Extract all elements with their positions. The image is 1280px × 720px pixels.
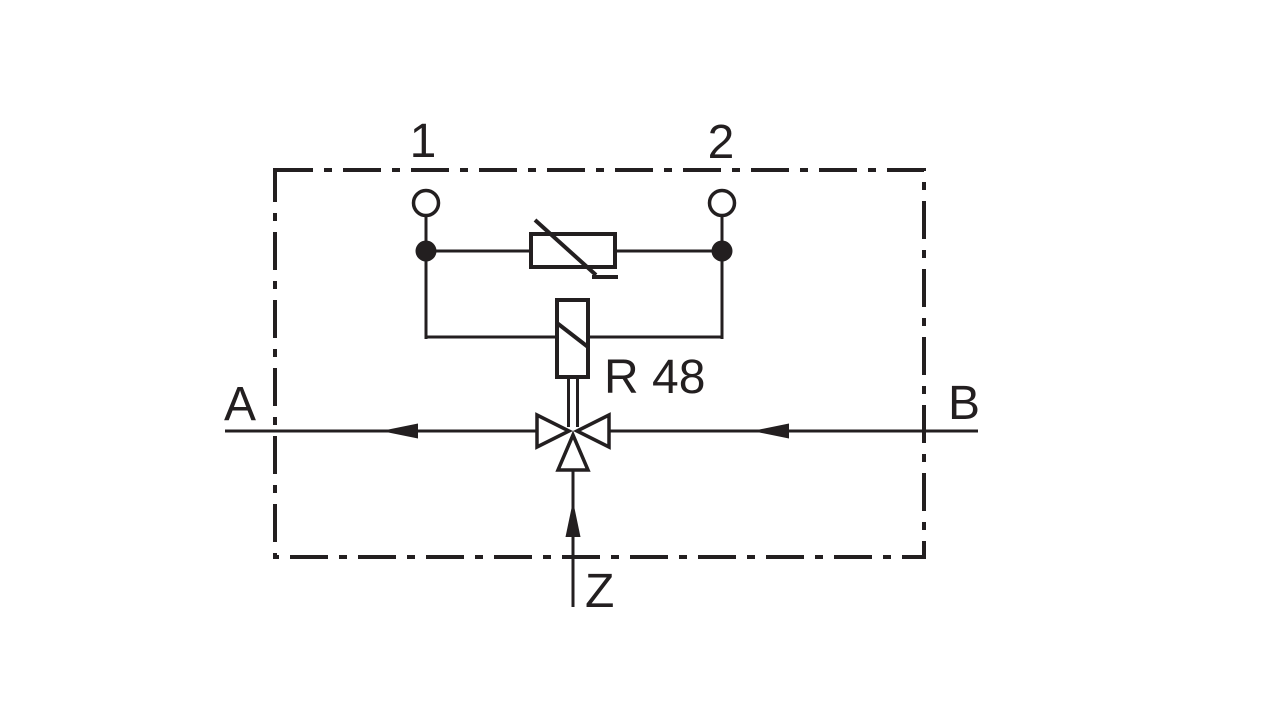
resistor-adjust-slash <box>533 218 598 277</box>
electrical-terminal-1 <box>411 188 441 262</box>
solenoid-slash <box>555 321 590 349</box>
electrical-terminal-2 <box>707 188 737 262</box>
valve-bottom-triangle <box>555 430 591 472</box>
shuttle-valve-symbol <box>535 412 611 472</box>
solenoid-designation-label: R 48 <box>604 351 705 404</box>
junction-dot-right <box>711 240 733 262</box>
port-a-label: A <box>224 378 256 431</box>
terminal-2-circle-icon <box>707 188 737 218</box>
port-z-label: Z <box>585 565 614 618</box>
flow-arrow-a-icon <box>381 423 418 439</box>
solenoid-actuation-link <box>567 377 579 427</box>
adjustable-resistor-symbol <box>529 218 618 279</box>
flow-arrow-b-icon <box>752 423 789 439</box>
proportional-solenoid-symbol <box>555 298 590 379</box>
port-1-label: 1 <box>410 115 437 168</box>
valve-right-triangle <box>573 412 611 450</box>
port-b-label: B <box>948 377 980 430</box>
valve-left-triangle <box>535 412 573 450</box>
resistor-box <box>529 232 617 269</box>
solenoid-box <box>555 298 590 379</box>
flow-arrow-z-icon <box>565 501 581 537</box>
junction-dot-left <box>415 240 437 262</box>
enclosure-boundary <box>273 168 926 559</box>
port-2-label: 2 <box>708 116 735 169</box>
terminal-1-circle-icon <box>411 188 441 218</box>
